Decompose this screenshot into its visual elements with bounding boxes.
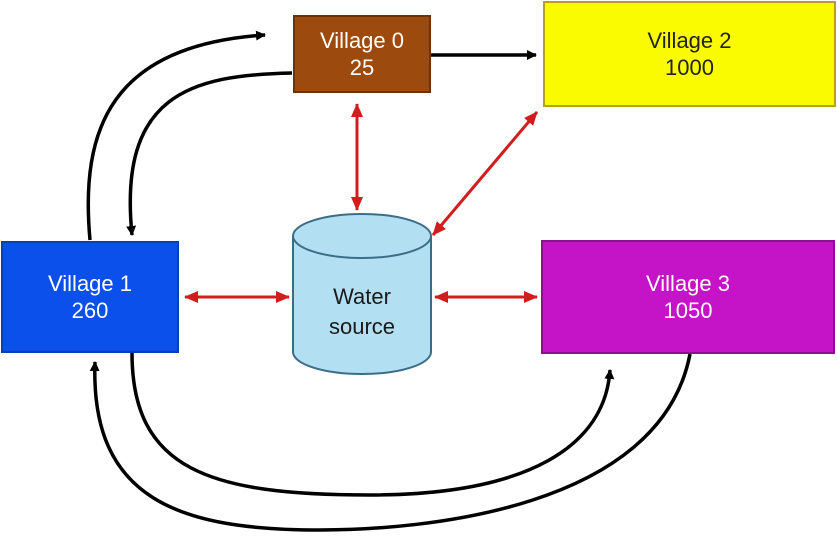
- village-2-name: Village 2: [647, 27, 732, 53]
- water-source-label-line2: source: [328, 313, 396, 339]
- village-1-name: Village 1: [48, 270, 132, 296]
- village-0-value: 25: [349, 55, 375, 80]
- water-source-label: Water source: [293, 282, 431, 341]
- water-source-cylinder: [292, 213, 432, 375]
- road-arrow-village1-to-village0: [86, 30, 266, 241]
- water-source-label-line1: Water: [333, 284, 391, 309]
- road-arrow-village3-to-village1: [89, 353, 692, 532]
- water-arrow-village2: [431, 111, 539, 236]
- village-1-box: Village 1 260: [1, 241, 179, 353]
- road-arrow-village1-to-village3: [130, 352, 615, 497]
- village-3-name: Village 3: [646, 270, 730, 296]
- village-1-value: 260: [71, 298, 109, 323]
- village-3-value: 1050: [663, 298, 713, 323]
- village-0-box: Village 0 25: [293, 15, 431, 93]
- village-3-box: Village 3 1050: [541, 240, 835, 354]
- village-2-box: Village 2 1000: [543, 1, 836, 107]
- village-0-name: Village 0: [320, 27, 404, 53]
- road-arrow-village0-to-village1: [126, 71, 293, 236]
- village-2-value: 1000: [665, 55, 714, 80]
